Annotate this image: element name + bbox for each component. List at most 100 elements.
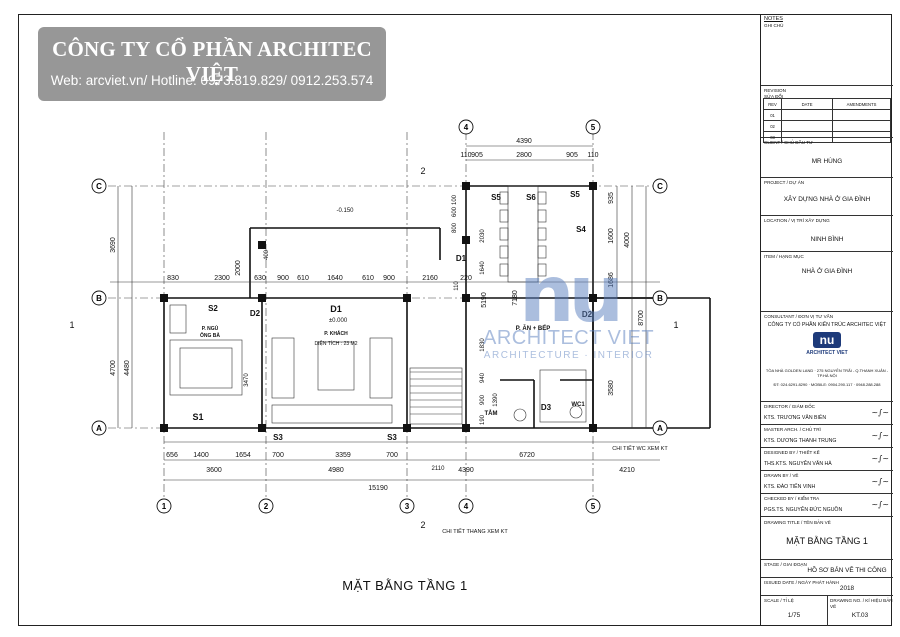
room-label: D1 <box>456 254 467 263</box>
drawing-no-label: DRAWING NO. / KÍ HIỆU BẢN VẼ <box>830 598 893 609</box>
signature-icon: ~∫~ <box>871 477 889 486</box>
dimension-text: 400 <box>264 249 270 260</box>
date-header: DATE <box>781 98 834 110</box>
grid-bubble <box>258 498 274 514</box>
signature-icon: ~∫~ <box>871 500 889 509</box>
grid-bubble <box>458 498 474 514</box>
grid-bubble <box>652 420 668 436</box>
furniture <box>539 369 587 423</box>
structural-column <box>258 294 266 302</box>
room-label: TẮM <box>485 409 498 417</box>
structural-column <box>589 294 597 302</box>
dimension-text: 220 <box>460 275 472 282</box>
logo-text: ARCHITECT VIET <box>806 350 848 356</box>
grid-bubble <box>91 420 107 436</box>
company-contact: Web: arcviet.vn/ Hotline: 0973.819.829/ … <box>50 73 374 88</box>
rev-row: 02 <box>762 120 783 132</box>
rev-row: 03 <box>762 131 783 143</box>
structural-column <box>160 294 168 302</box>
level-text: ±0.000 <box>329 318 348 324</box>
consultant-section: CONSULTANT / ĐƠN VỊ TƯ VẤN CÔNG TY CỔ PH… <box>761 312 893 402</box>
rev-row: 01 <box>762 109 783 121</box>
architect-viet-watermark: nu ARCHITECT VIET ARCHITECTURE · INTERIO… <box>483 256 654 361</box>
structural-column <box>589 424 597 432</box>
chair <box>499 245 509 259</box>
section-marker: 1 <box>69 320 74 330</box>
scale-label: SCALE / TỈ LỆ <box>764 598 794 603</box>
drawing-title-label: DRAWING TITLE / TÊN BẢN VẼ <box>764 520 831 525</box>
chair <box>537 209 547 223</box>
chair <box>499 191 509 205</box>
grid-bubble-label: 3 <box>405 502 410 511</box>
consultant-label: CONSULTANT / ĐƠN VỊ TƯ VẤN <box>764 314 834 319</box>
detail-note: CHI TIẾT WC XEM KT <box>612 445 668 452</box>
furniture <box>271 404 393 424</box>
chair <box>537 245 547 259</box>
date-label: ISSUED DATE / NGÀY PHÁT HÀNH <box>764 580 839 585</box>
drawing-title: MẶT BẰNG TẦNG 1 <box>342 578 468 593</box>
section-marker: 2 <box>420 166 425 176</box>
grid-bubble <box>458 119 474 135</box>
dimension-text: 2000 <box>235 260 242 276</box>
grid-bubble <box>652 290 668 306</box>
dimension-text: 5190 <box>481 292 488 308</box>
furniture <box>513 408 527 422</box>
grid-bubble <box>585 498 601 514</box>
room-label: D2 <box>250 309 261 318</box>
item-value: NHÀ Ở GIA ĐÌNH <box>801 268 853 275</box>
furniture <box>569 405 583 419</box>
revision-sub: SỬA ĐỔI <box>764 93 784 99</box>
client-section: CLIENT / CHỦ ĐẦU TƯ MR HÙNG <box>761 138 893 178</box>
dimension-text: 2110 <box>432 466 446 472</box>
chair <box>499 209 509 223</box>
item-section: ITEM / HẠNG MỤC NHÀ Ở GIA ĐÌNH <box>761 252 893 312</box>
dimension-text: 3470 <box>244 373 250 387</box>
rev-header: REV <box>762 98 783 110</box>
dimension-text: 600 <box>452 206 458 217</box>
furniture <box>369 337 393 399</box>
drawing-sheet <box>18 14 892 626</box>
dimension-text: 2160 <box>422 275 438 282</box>
scale-section: SCALE / TỈ LỆ 1/75 DRAWING NO. / KÍ HIỆU… <box>761 596 893 626</box>
grid-bubble-label: A <box>96 424 102 433</box>
dimension-text: 4390 <box>458 467 474 474</box>
furniture <box>169 304 187 334</box>
stage-label: STAGE / GIAI ĐOẠN <box>764 562 807 567</box>
room-label: D3 <box>541 403 552 412</box>
room-label: S6 <box>526 193 536 202</box>
signature-icon: ~∫~ <box>871 408 889 417</box>
dimension-text: 110 <box>454 281 460 291</box>
dimension-text: 935 <box>608 192 615 204</box>
room-label: S3 <box>273 433 283 442</box>
person-role: CHECKED BY / KIỂM TRA <box>764 496 820 501</box>
location-value: NINH BÌNH <box>810 236 844 243</box>
dimension-text: 1400 <box>193 452 209 459</box>
date-section: ISSUED DATE / NGÀY PHÁT HÀNH 2018 <box>761 578 893 596</box>
room-label: S4 <box>576 225 586 234</box>
person-name: PGS.TS. NGUYỄN ĐỨC NGUỒN <box>764 507 843 513</box>
structural-column <box>462 236 470 244</box>
drawing-title-section: DRAWING TITLE / TÊN BẢN VẼ MẶT BẰNG TẦNG… <box>761 518 893 560</box>
amendments-header: AMENDMENTS <box>832 98 891 110</box>
structural-column <box>462 294 470 302</box>
signature-icon: ~∫~ <box>871 454 889 463</box>
person-role: DESIGNED BY / THIẾT KẾ <box>764 450 820 455</box>
grid-bubble-label: C <box>96 182 102 191</box>
furniture <box>169 339 243 396</box>
grid-bubble-label: 1 <box>162 502 167 511</box>
dimension-text: 4390 <box>516 138 532 145</box>
notes-sub: GHI CHÚ <box>764 22 784 28</box>
grid-bubble <box>156 498 172 514</box>
dimension-text: 905 <box>566 152 578 159</box>
stage-value: HỒ SƠ BẢN VẼ THI CÔNG <box>807 567 887 574</box>
room-label: D1 <box>330 304 342 314</box>
dimension-text: 4980 <box>328 467 344 474</box>
structural-column <box>160 424 168 432</box>
grid-bubble-label: 5 <box>591 502 596 511</box>
architect-viet-logo-icon: nu <box>813 332 841 348</box>
dimension-text: 4480 <box>124 360 131 376</box>
grid-bubble <box>585 119 601 135</box>
dimension-text: 900 <box>480 394 486 405</box>
dimension-text: 1600 <box>608 228 615 244</box>
